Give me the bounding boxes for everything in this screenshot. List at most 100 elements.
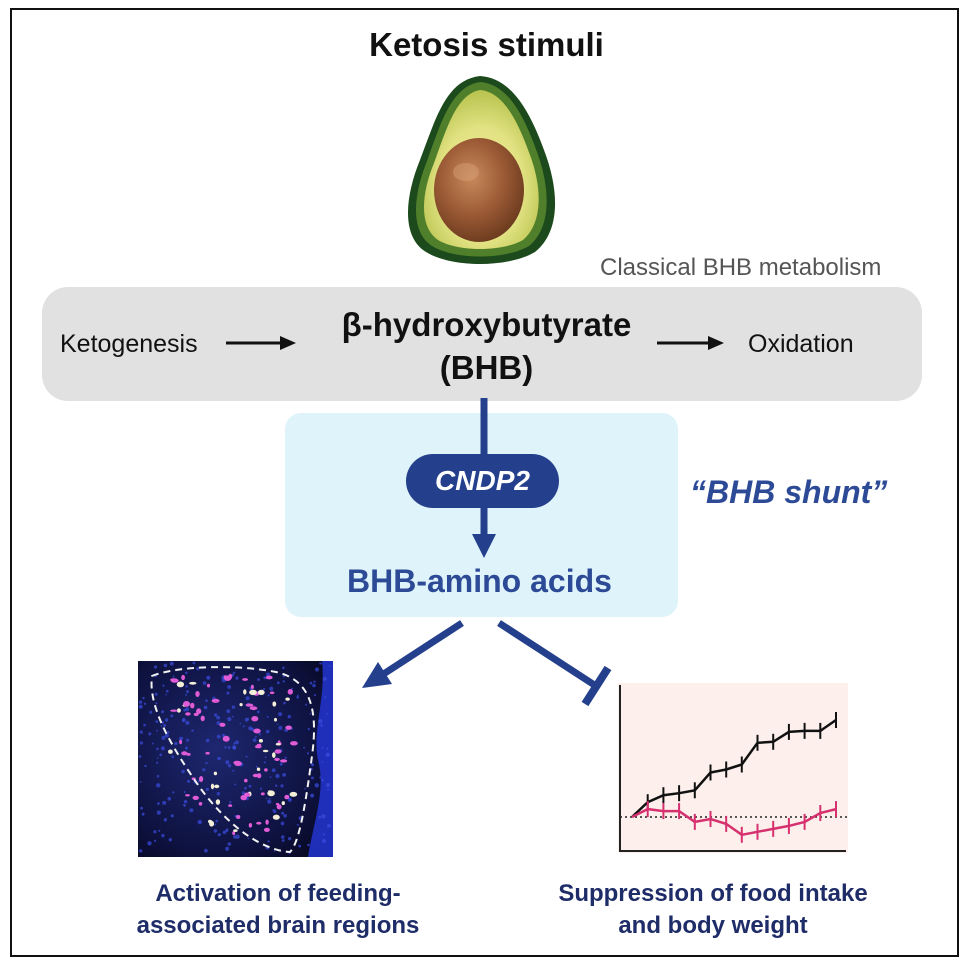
nucleus-dot [155, 702, 158, 705]
nucleus-dot [164, 718, 169, 722]
activated-cell-dot [258, 739, 263, 743]
activated-cell-dot [228, 673, 233, 680]
nucleus-dot [273, 850, 275, 852]
suppression-caption-line1: Suppression of food intake [558, 880, 868, 907]
nucleus-dot [231, 705, 236, 709]
ketogenesis-arrowhead [280, 336, 296, 350]
inhibition-bar [581, 665, 612, 707]
nucleus-dot [255, 765, 258, 768]
activated-cell-dot [267, 790, 272, 796]
nucleus-dot [139, 849, 143, 853]
activated-cell-dot [243, 689, 247, 695]
activated-cell-dot [285, 697, 290, 701]
activated-cell-dot [215, 799, 221, 805]
nucleus-dot [196, 667, 200, 671]
activated-cell-dot [211, 698, 220, 703]
activated-cell-dot [244, 778, 248, 783]
nucleus-dot [171, 755, 175, 759]
activated-cell-dot [170, 678, 179, 683]
activated-cell-dot [262, 749, 269, 753]
activated-cell-dot [179, 739, 183, 745]
nucleus-dot [225, 760, 230, 765]
activated-cell-dot [245, 703, 254, 707]
nucleus-dot [269, 776, 272, 779]
nucleus-dot [187, 780, 190, 783]
activated-cell-dot [206, 683, 211, 688]
activated-cell-dot [181, 751, 188, 756]
nucleus-dot [139, 741, 144, 745]
nucleus-dot [227, 764, 232, 768]
nucleus-dot [170, 814, 174, 818]
nucleus-dot [278, 712, 283, 717]
activated-cell-dot [223, 675, 227, 680]
activated-cell-dot [239, 703, 243, 707]
activated-cell-dot [276, 804, 282, 810]
cndp2-enzyme-badge: CNDP2 [406, 454, 559, 508]
nucleus-dot [303, 746, 305, 749]
activated-cell-dot [260, 792, 265, 796]
nucleus-dot [319, 662, 322, 665]
nucleus-dot [185, 707, 190, 712]
nucleus-dot [213, 829, 218, 833]
activated-cell-dot [249, 689, 257, 696]
activated-cell-dot [265, 675, 273, 680]
nucleus-dot [161, 833, 165, 838]
nucleus-dot [233, 742, 236, 745]
nucleus-dot [154, 692, 158, 696]
nucleus-dot [309, 681, 313, 685]
nucleus-dot [214, 713, 218, 717]
activated-cell-dot [228, 804, 233, 807]
nucleus-dot [191, 729, 194, 732]
nucleus-dot [296, 695, 300, 699]
nucleus-dot [258, 733, 261, 736]
nucleus-dot [239, 722, 242, 725]
nucleus-dot [148, 732, 152, 736]
figure-title: Ketosis stimuli [369, 26, 604, 63]
nucleus-dot [163, 663, 168, 668]
nucleus-dot [204, 848, 208, 853]
nucleus-dot [156, 729, 158, 732]
nucleus-dot [217, 756, 221, 761]
activated-cell-dot [289, 791, 298, 797]
nucleus-dot [321, 761, 324, 763]
nucleus-dot [315, 667, 319, 672]
nucleus-dot [267, 694, 270, 697]
nucleus-dot [276, 723, 279, 726]
activated-cell-dot [181, 674, 186, 681]
nucleus-dot [185, 720, 190, 725]
nucleus-dot [306, 752, 310, 755]
activated-cell-dot [196, 708, 202, 714]
activated-cell-dot [284, 794, 290, 800]
nucleus-dot [183, 803, 186, 807]
nucleus-dot [157, 802, 160, 805]
nucleus-dot [167, 797, 172, 801]
activated-cell-dot [189, 681, 197, 685]
nucleus-dot [184, 746, 188, 750]
nucleus-dot [307, 728, 310, 731]
activated-cell-dot [272, 814, 280, 820]
suppression-caption-line2: and body weight [618, 912, 808, 939]
nucleus-dot [322, 833, 325, 836]
nucleus-dot [138, 755, 142, 758]
suppression-caption: Suppression of food intake and body weig… [508, 878, 918, 942]
nucleus-dot [229, 801, 232, 804]
nucleus-dot [320, 724, 323, 727]
nucleus-dot [296, 823, 299, 826]
activated-cell-dot [198, 802, 203, 806]
nucleus-dot [281, 811, 285, 815]
bhb-label: β-hydroxybutyrate (BHB) [0, 303, 973, 389]
nucleus-dot [186, 738, 190, 742]
activated-cell-dot [234, 761, 242, 767]
activated-cell-dot [193, 712, 199, 717]
nucleus-dot [264, 756, 267, 759]
nucleus-dot [214, 823, 217, 826]
nucleus-dot [227, 746, 231, 749]
nucleus-dot [296, 694, 299, 697]
nucleus-dot [321, 814, 326, 819]
nucleus-dot [282, 773, 286, 777]
nucleus-dot [149, 710, 153, 714]
nucleus-dot [231, 715, 234, 718]
nucleus-dot [327, 788, 330, 791]
nucleus-dot [142, 696, 145, 700]
